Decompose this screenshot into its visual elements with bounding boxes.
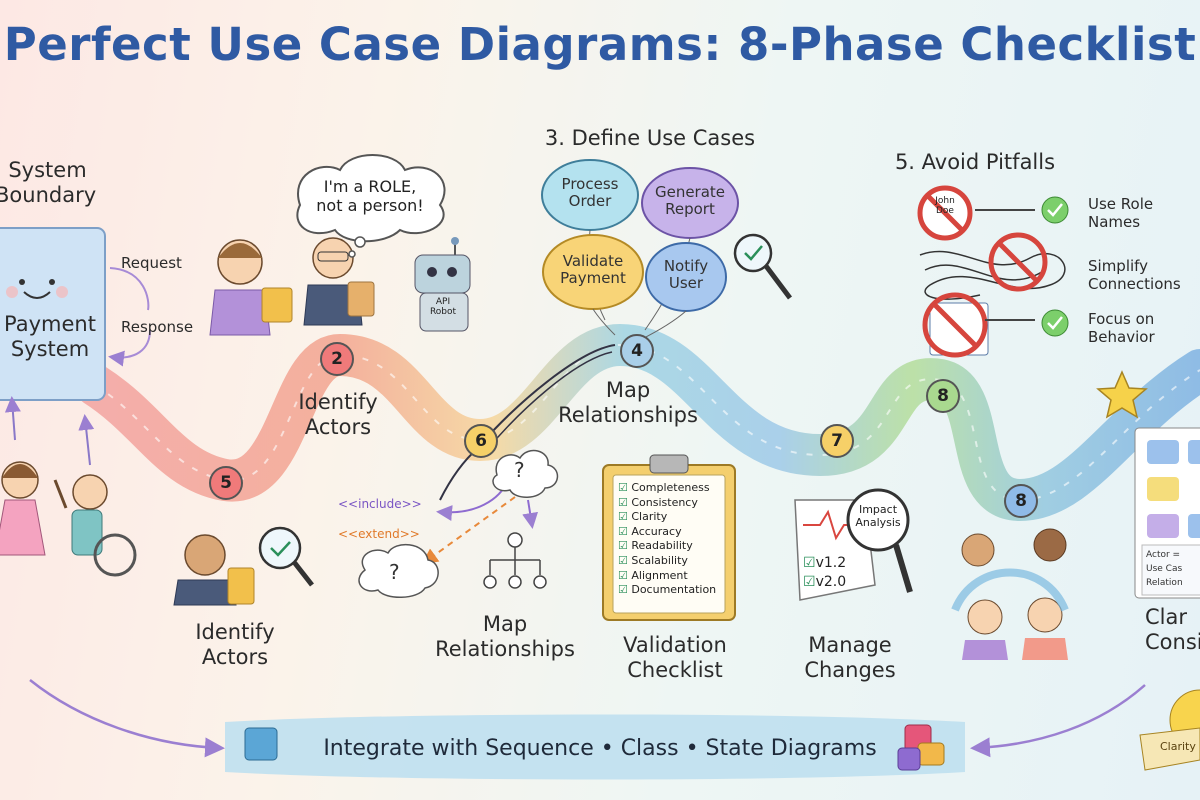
cloud-question-top: ? xyxy=(514,458,525,482)
cloud-bottom xyxy=(358,544,439,598)
clipboard-icon xyxy=(602,454,736,621)
team-icon xyxy=(951,528,1069,660)
use-case-notify-user: Notify User xyxy=(663,257,709,293)
checklist-item: ☑ Scalability xyxy=(618,553,688,567)
magnifier-check-icon-2 xyxy=(258,526,314,587)
balloon-validate-payment xyxy=(542,234,644,336)
path-marker: 7 xyxy=(820,424,854,458)
legend-item: Actor = xyxy=(1146,550,1181,560)
pitfall-simplify: Simplify Connections xyxy=(1088,257,1181,293)
actor-businessman-icon xyxy=(303,237,375,326)
phase-avoid-pitfalls: 5. Avoid Pitfalls xyxy=(894,150,1056,174)
no-sign-icon xyxy=(917,185,973,241)
include-label: <<include>> xyxy=(338,497,422,511)
payment-system-box xyxy=(0,227,106,401)
actors-girl-wheelchair-icon xyxy=(0,461,137,577)
hierarchy-icon xyxy=(483,532,547,589)
phase-map-relationships-bottom: Map Relationships xyxy=(435,612,575,662)
checklist-item: ☑ Alignment xyxy=(618,568,688,582)
clarity-badge-label: Clarity xyxy=(1160,740,1196,753)
no-sign-name: John Doe xyxy=(935,196,955,216)
checklist-item: ☑ Accuracy xyxy=(618,524,682,538)
checklist-item: ☑ Completeness xyxy=(618,481,710,494)
check-circle-icon xyxy=(1041,196,1069,337)
clarity-badge xyxy=(1139,689,1200,771)
checklist-item: ☑ Consistency xyxy=(618,495,698,509)
use-case-validate-payment: Validate Payment xyxy=(560,252,626,288)
validation-checklist: ☑ Completeness ☑ Consistency ☑ Clarity ☑… xyxy=(618,481,723,598)
payment-system-label: Payment System xyxy=(4,312,96,362)
use-case-generate-report: Generate Report xyxy=(654,183,726,219)
pitfall-behavior: Focus on Behavior xyxy=(1088,310,1155,346)
checklist-item: ☑ Documentation xyxy=(618,583,717,597)
legend-item: Relation xyxy=(1146,578,1183,588)
path-marker: 4 xyxy=(620,334,654,368)
legend-board xyxy=(1134,427,1200,599)
impact-analysis-label: Impact Analysis xyxy=(855,503,901,530)
balloon-notify-user xyxy=(639,242,727,341)
speech-cloud xyxy=(296,154,446,243)
phase-system-boundary: . System Boundary xyxy=(0,158,97,208)
magnifier-check-icon xyxy=(733,233,792,300)
cloud-top xyxy=(492,449,559,498)
request-label: Request xyxy=(121,254,182,272)
legend-list: Actor = Use Cas Relation xyxy=(1146,548,1183,590)
puzzle-icon xyxy=(244,724,945,771)
phase-define-use-cases: 3. Define Use Cases xyxy=(544,126,756,150)
robot-label: API Robot xyxy=(429,297,457,317)
no-sign-icon-3 xyxy=(922,292,989,358)
use-case-process-order: Process Order xyxy=(561,175,619,211)
version-1: ☑v1.2 xyxy=(803,555,847,571)
phase-map-relationships-top: Map Relationships xyxy=(558,378,698,428)
speech-bubble-text: I'm a ROLE, not a person! xyxy=(316,177,424,216)
actor-shopper-icon xyxy=(209,239,293,336)
no-sign-icon-2 xyxy=(988,232,1048,292)
actor-customer-icon xyxy=(173,534,255,606)
balloon-generate-report xyxy=(641,167,739,331)
path-marker: 5 xyxy=(209,466,243,500)
footer-text: Integrate with Sequence • Class • State … xyxy=(323,736,877,761)
footer-band xyxy=(225,714,965,780)
phase-identify-actors-bottom: Identify Actors xyxy=(195,620,275,670)
version-2: ☑v2.0 xyxy=(803,574,847,590)
phase-identify-actors-top: Identify Actors xyxy=(298,390,378,440)
impact-magnifier-icon xyxy=(846,488,913,593)
checklist-item: ☑ Readability xyxy=(618,539,693,553)
star-icon xyxy=(1096,370,1148,419)
path-marker: 2 xyxy=(320,342,354,376)
cloud-question-bottom: ? xyxy=(389,560,400,584)
legend-item: Use Cas xyxy=(1146,564,1183,574)
path-marker: 8 xyxy=(1004,484,1038,518)
page-title: Perfect Use Case Diagrams: 8-Phase Check… xyxy=(3,18,1197,71)
api-robot-icon xyxy=(414,237,471,332)
path-marker: 6 xyxy=(464,424,498,458)
checklist-item: ☑ Clarity xyxy=(618,510,668,524)
phase-validation-checklist: Validation Checklist xyxy=(623,633,727,683)
path-marker: 8 xyxy=(926,379,960,413)
response-label: Response xyxy=(121,318,194,336)
phase-clarity-consistency: Clar Consi xyxy=(1145,605,1200,655)
phase-manage-changes: Manage Changes xyxy=(804,633,896,683)
pitfall-role-names: Use Role Names xyxy=(1088,195,1154,231)
extend-label: <<extend>> xyxy=(338,527,420,541)
